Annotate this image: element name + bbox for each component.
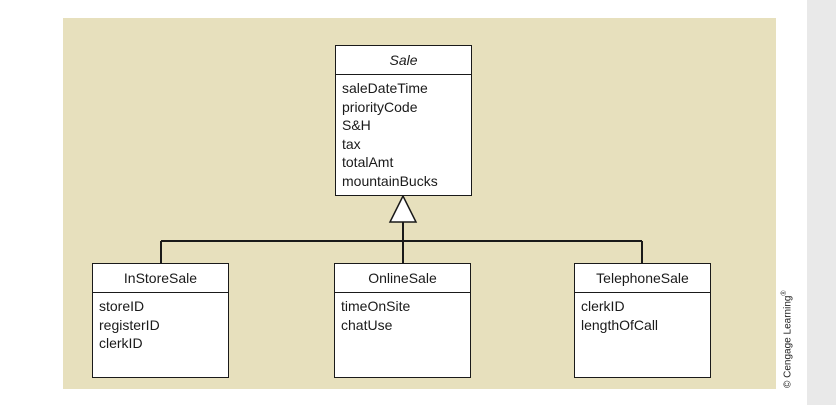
copyright-notice: © Cengage Learning® [781,290,793,388]
class-name: InStoreSale [93,264,228,293]
diagram-canvas: Sale saleDateTime priorityCode S&H tax t… [63,18,776,389]
class-name: OnlineSale [335,264,470,293]
attribute: clerkID [99,335,143,351]
registered-mark: ® [781,290,788,296]
attribute: lengthOfCall [581,316,659,333]
attribute: clerkID [581,298,625,314]
generalization-connectors [160,194,643,263]
attribute-list: saleDateTime priorityCode S&H tax totalA… [336,75,471,194]
copyright-text: © Cengage Learning [782,295,794,388]
attribute: registerID [99,316,160,333]
right-margin-panel [807,0,836,405]
class-instoresale: InStoreSale storeID registerID clerkID [92,263,229,378]
attribute: timeOnSite [341,298,411,314]
attribute: priorityCode [342,98,418,115]
attribute: saleDateTime [342,80,428,96]
class-onlinesale: OnlineSale timeOnSite chatUse [334,263,471,378]
attribute: storeID [99,298,145,314]
class-name: Sale [336,46,471,75]
attribute-list: clerkID lengthOfCall [575,293,710,338]
attribute: S&H [342,117,371,133]
class-sale: Sale saleDateTime priorityCode S&H tax t… [335,45,472,196]
attribute-list: timeOnSite chatUse [335,293,470,338]
inheritance-arrowhead [388,194,418,223]
class-telephonesale: TelephoneSale clerkID lengthOfCall [574,263,711,378]
attribute: totalAmt [342,154,394,170]
class-name: TelephoneSale [575,264,710,293]
attribute: tax [342,135,361,152]
attribute: chatUse [341,316,393,333]
attribute-list: storeID registerID clerkID [93,293,228,357]
attribute: mountainBucks [342,172,438,189]
